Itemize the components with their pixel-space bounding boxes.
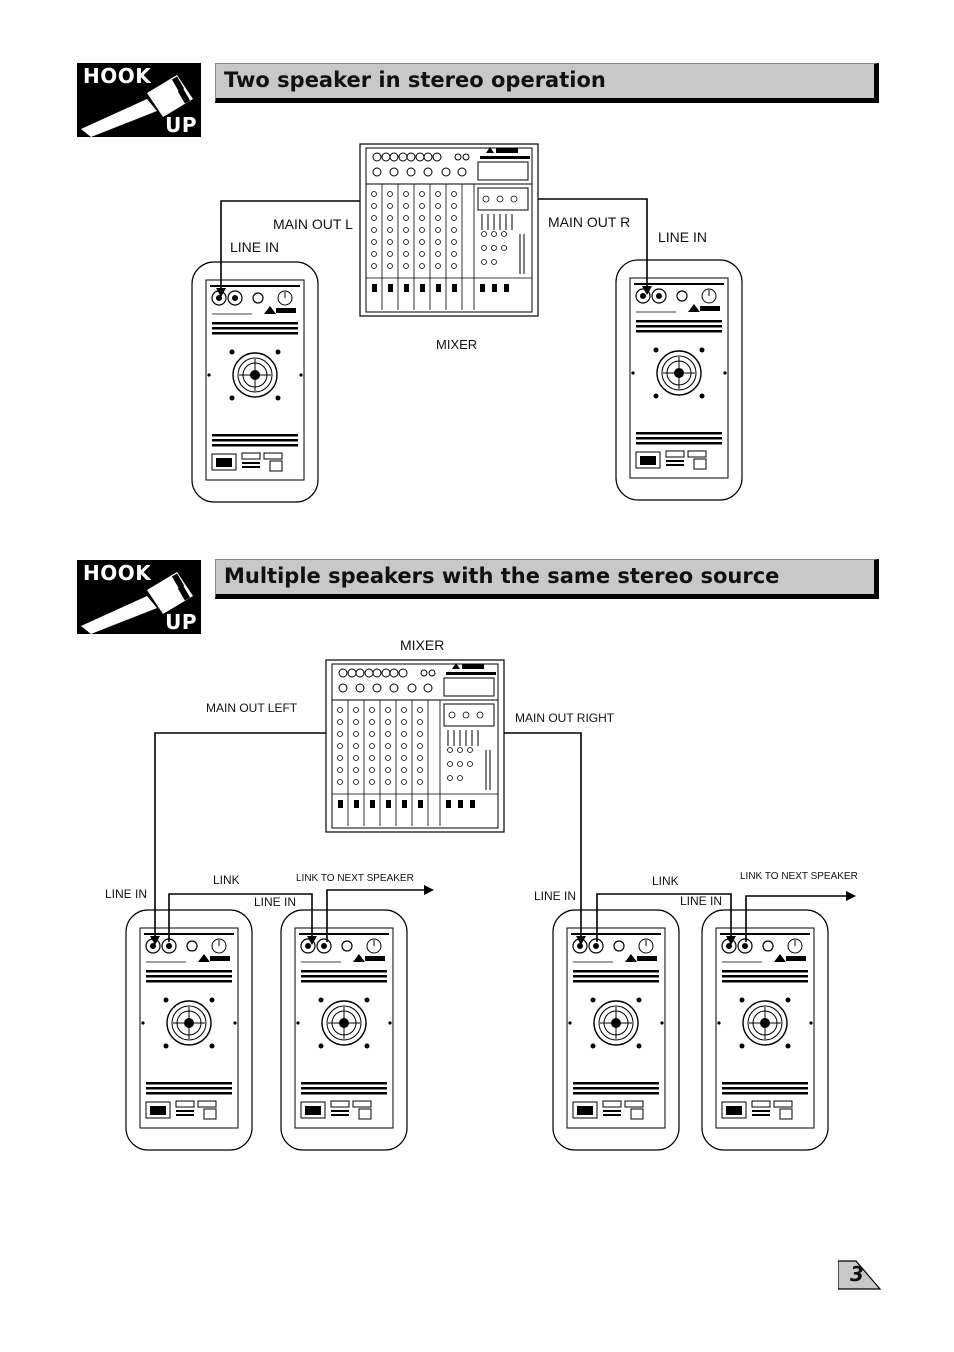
label-main-out-l: MAIN OUT L (273, 216, 353, 232)
label-link: LINK (652, 874, 679, 888)
hook-up-badge: HOOK UP (77, 560, 201, 634)
cable-link-left (168, 893, 313, 942)
arrow-icon (307, 936, 317, 945)
label-main-out-r: MAIN OUT R (548, 214, 631, 230)
label-link-next-speaker: LINK TO NEXT SPEAKER (296, 873, 414, 884)
label-line-in: LINE IN (680, 894, 723, 908)
badge-word-up: UP (165, 113, 197, 137)
arrow-icon (726, 936, 736, 945)
page-number: 3 (837, 1260, 882, 1290)
cable-link-next-right (745, 895, 846, 942)
label-line-in: LINE IN (534, 889, 577, 903)
speaker-group-left-2 (280, 909, 408, 1151)
cable-main-out-l (220, 200, 360, 291)
cable-link-next-left (326, 889, 424, 942)
label-link: LINK (213, 873, 240, 887)
label-main-out-right: MAIN OUT RIGHT (515, 711, 615, 725)
label-main-out-left: MAIN OUT LEFT (206, 701, 298, 715)
speaker-group-left-1 (125, 909, 253, 1151)
speaker-group-right-2 (701, 909, 829, 1151)
arrow-icon (576, 936, 586, 945)
label-line-in-right: LINE IN (658, 229, 708, 245)
section-title: Two speaker in stereo operation (224, 68, 606, 92)
section-title: Multiple speakers with the same stereo s… (224, 564, 780, 588)
label-link-next-speaker: LINK TO NEXT SPEAKER (740, 871, 858, 882)
hook-up-badge: HOOK UP (77, 63, 201, 137)
speaker-group-right-1 (552, 909, 680, 1151)
badge-word-up: UP (165, 610, 197, 634)
badge-word-hook: HOOK (83, 561, 152, 585)
label-line-in: LINE IN (105, 887, 148, 901)
plug-icon (81, 75, 193, 137)
arrow-right-icon (846, 891, 856, 901)
cable-main-out-left (154, 732, 326, 940)
arrow-right-icon (424, 885, 434, 895)
mixer-device (325, 659, 505, 833)
badge-word-hook: HOOK (83, 64, 152, 88)
section-title-bar: Two speaker in stereo operation (215, 63, 879, 103)
label-mixer: MIXER (436, 337, 478, 352)
page-number-text: 3 (850, 1262, 864, 1286)
mixer-device (359, 143, 539, 317)
page-tab-icon (837, 1260, 882, 1290)
arrow-icon (150, 936, 160, 945)
arrow-icon (642, 286, 652, 295)
label-line-in-left: LINE IN (230, 239, 280, 255)
label-mixer: MIXER (400, 637, 445, 653)
cable-main-out-right (504, 732, 582, 940)
speaker-left (191, 261, 319, 503)
plug-icon (81, 572, 193, 634)
speaker-right (615, 259, 743, 501)
arrow-icon (216, 288, 226, 297)
label-line-in: LINE IN (254, 895, 297, 909)
cable-main-out-r (538, 198, 648, 289)
cable-link-right (596, 893, 732, 942)
section-title-bar: Multiple speakers with the same stereo s… (215, 559, 879, 599)
